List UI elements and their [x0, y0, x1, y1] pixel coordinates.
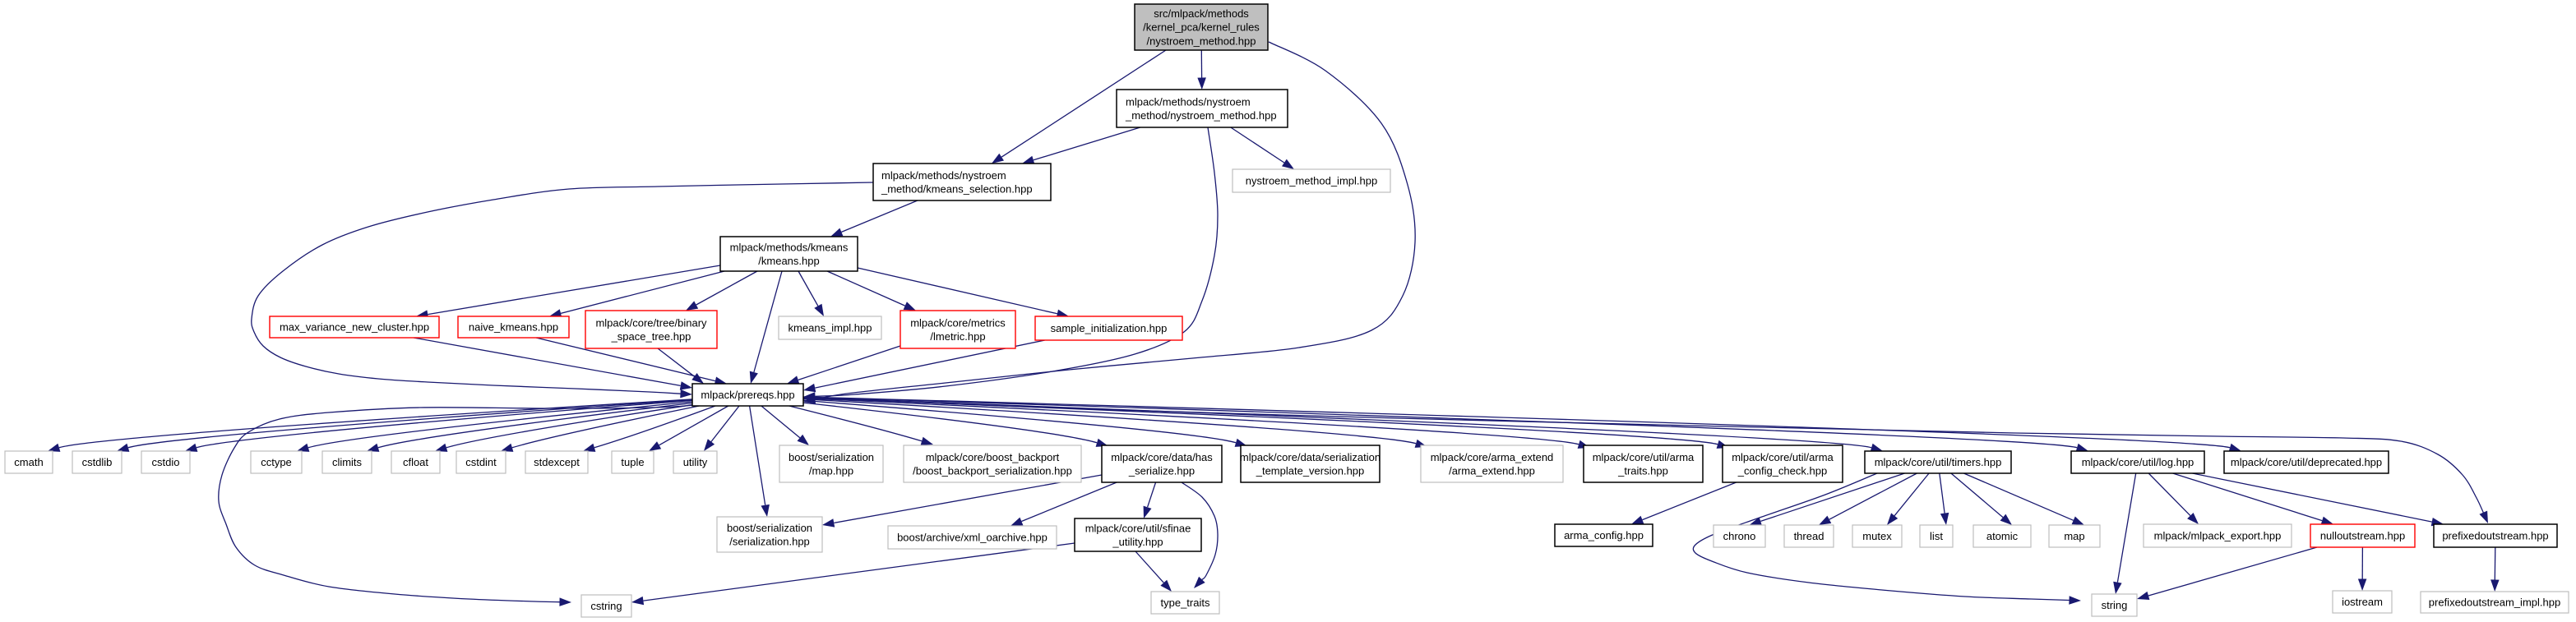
svg-text:mutex: mutex [1862, 530, 1892, 542]
svg-text:boost/archive/xml_oarchive.hpp: boost/archive/xml_oarchive.hpp [897, 532, 1048, 544]
svg-text:_utility.hpp: _utility.hpp [1112, 536, 1163, 548]
svg-text:_method/nystroem_method.hpp: _method/nystroem_method.hpp [1125, 109, 1277, 122]
svg-text:cstdio: cstdio [152, 456, 180, 468]
svg-text:sample_initialization.hpp: sample_initialization.hpp [1051, 322, 1168, 334]
svg-text:_template_version.hpp: _template_version.hpp [1256, 465, 1365, 477]
svg-text:tuple: tuple [621, 456, 644, 468]
svg-text:utility: utility [683, 456, 708, 468]
svg-text:_serialize.hpp: _serialize.hpp [1128, 465, 1195, 477]
svg-text:mlpack/core/util/sfinae: mlpack/core/util/sfinae [1085, 522, 1191, 534]
svg-text:naive_kmeans.hpp: naive_kmeans.hpp [469, 321, 558, 334]
svg-text:mlpack/core/util/arma: mlpack/core/util/arma [1732, 451, 1834, 463]
svg-text:cstdint: cstdint [465, 456, 497, 468]
svg-text:kmeans_impl.hpp: kmeans_impl.hpp [789, 322, 872, 334]
svg-text:cmath: cmath [14, 456, 43, 468]
svg-text:mlpack/core/util/arma: mlpack/core/util/arma [1593, 451, 1695, 463]
svg-text:stdexcept: stdexcept [534, 456, 580, 468]
svg-text:/lmetric.hpp: /lmetric.hpp [930, 330, 985, 343]
svg-text:list: list [1930, 530, 1943, 542]
svg-text:mlpack/prereqs.hpp: mlpack/prereqs.hpp [701, 389, 794, 401]
svg-text:boost/serialization: boost/serialization [727, 522, 812, 534]
svg-text:mlpack/methods/nystroem: mlpack/methods/nystroem [881, 169, 1006, 182]
svg-text:cstdlib: cstdlib [82, 456, 113, 468]
svg-text:mlpack/core/util/log.hpp: mlpack/core/util/log.hpp [2082, 456, 2194, 468]
svg-text:mlpack/core/arma_extend: mlpack/core/arma_extend [1431, 451, 1554, 463]
svg-text:climits: climits [332, 456, 363, 468]
svg-text:arma_config.hpp: arma_config.hpp [1564, 529, 1644, 541]
svg-text:/kernel_pca/kernel_rules: /kernel_pca/kernel_rules [1143, 21, 1260, 34]
svg-text:/arma_extend.hpp: /arma_extend.hpp [1449, 465, 1535, 477]
svg-text:prefixedoutstream_impl.hpp: prefixedoutstream_impl.hpp [2429, 597, 2560, 609]
svg-text:mlpack/core/data/has: mlpack/core/data/has [1111, 451, 1213, 463]
svg-text:mlpack/methods/nystroem: mlpack/methods/nystroem [1126, 95, 1251, 108]
svg-text:/boost_backport_serialization.: /boost_backport_serialization.hpp [913, 465, 1072, 477]
svg-text:_method/kmeans_selection.hpp: _method/kmeans_selection.hpp [881, 183, 1033, 196]
svg-text:/nystroem_method.hpp: /nystroem_method.hpp [1147, 35, 1256, 47]
svg-text:atomic: atomic [1986, 530, 2019, 542]
svg-text:/kmeans.hpp: /kmeans.hpp [758, 255, 819, 267]
svg-text:mlpack/core/util/deprecated.hp: mlpack/core/util/deprecated.hpp [2231, 456, 2382, 468]
svg-text:nystroem_method_impl.hpp: nystroem_method_impl.hpp [1246, 175, 1377, 187]
svg-text:string: string [2102, 599, 2128, 611]
svg-text:thread: thread [1794, 530, 1824, 542]
svg-text:mlpack/core/util/timers.hpp: mlpack/core/util/timers.hpp [1875, 456, 2002, 468]
svg-text:mlpack/core/tree/binary: mlpack/core/tree/binary [595, 316, 707, 329]
svg-text:nulloutstream.hpp: nulloutstream.hpp [2320, 530, 2405, 542]
svg-text:mlpack/mlpack_export.hpp: mlpack/mlpack_export.hpp [2154, 530, 2282, 542]
svg-text:src/mlpack/methods: src/mlpack/methods [1154, 7, 1249, 20]
svg-text:mlpack/methods/kmeans: mlpack/methods/kmeans [730, 241, 849, 253]
svg-text:type_traits: type_traits [1161, 597, 1210, 609]
svg-text:boost/serialization: boost/serialization [789, 451, 874, 463]
svg-text:max_variance_new_cluster.hpp: max_variance_new_cluster.hpp [280, 321, 429, 334]
svg-text:mlpack/core/metrics: mlpack/core/metrics [910, 316, 1006, 329]
svg-text:chrono: chrono [1723, 530, 1756, 542]
svg-text:_traits.hpp: _traits.hpp [1617, 465, 1668, 477]
svg-text:cfloat: cfloat [403, 456, 428, 468]
svg-text:iostream: iostream [2342, 596, 2383, 608]
svg-text:cstring: cstring [590, 600, 622, 612]
svg-text:prefixedoutstream.hpp: prefixedoutstream.hpp [2442, 530, 2548, 542]
svg-text:/map.hpp: /map.hpp [809, 465, 853, 477]
svg-text:map: map [2064, 530, 2084, 542]
svg-text:cctype: cctype [261, 456, 292, 468]
svg-text:/serialization.hpp: /serialization.hpp [729, 536, 810, 548]
svg-text:_space_tree.hpp: _space_tree.hpp [611, 330, 691, 343]
svg-text:mlpack/core/boost_backport: mlpack/core/boost_backport [926, 451, 1060, 463]
svg-text:_config_check.hpp: _config_check.hpp [1737, 465, 1827, 477]
svg-text:mlpack/core/data/serialization: mlpack/core/data/serialization [1240, 451, 1380, 463]
